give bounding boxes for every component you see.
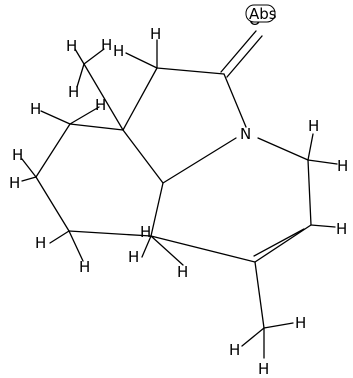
atom-label: H xyxy=(337,157,348,175)
bond-h-ch-a xyxy=(141,235,152,258)
bond-ring-ch2-ch2 xyxy=(35,123,71,178)
bond-vinyl-double-b xyxy=(253,228,305,257)
bond-quat-ring-ch2 xyxy=(69,123,124,131)
bond-h-ring-b xyxy=(40,110,71,125)
atom-label: H xyxy=(140,223,151,241)
bond-ch2-vinyl xyxy=(307,159,312,226)
bond-h-methyl-c xyxy=(76,63,85,88)
atom-label: H xyxy=(113,42,124,60)
bond-n-ch2 xyxy=(257,137,309,161)
bond-h-ch-b xyxy=(150,235,184,266)
atom-label: H xyxy=(150,25,161,43)
nitrogen-label: N xyxy=(240,125,251,143)
bond-h-vmethyl-a xyxy=(241,327,265,347)
bond-h-methyl-a xyxy=(74,48,85,65)
bond-h-ch2-b xyxy=(125,52,158,69)
bond-h-ring-a xyxy=(69,106,100,125)
bond-c-o-double-b xyxy=(226,35,263,78)
atom-label: H xyxy=(101,36,112,54)
bond-h-methyl-b xyxy=(83,48,105,65)
atom-label: H xyxy=(128,248,139,266)
bond-h-ring-d xyxy=(21,176,37,182)
bond-h-ring-c xyxy=(21,158,37,178)
bond-h-nch2-b xyxy=(307,159,338,165)
abs-frame xyxy=(245,4,276,23)
atom-label: H xyxy=(95,96,106,114)
atom-label: H xyxy=(66,37,77,55)
bond-vinyl-methyl xyxy=(254,261,265,329)
atom-label: H xyxy=(336,220,347,238)
bond-h-ring-f xyxy=(68,230,84,262)
bond-ch-junction xyxy=(150,182,164,237)
bond-junction-n xyxy=(162,137,237,184)
bond-h-vmethyl-b xyxy=(263,322,294,329)
bond-h-vinyl xyxy=(310,224,336,228)
bonds xyxy=(21,30,338,359)
atom-label: H xyxy=(68,83,79,101)
atom-label: H xyxy=(12,146,23,164)
atom-label: H xyxy=(9,174,20,192)
atom-label: H xyxy=(35,234,46,252)
bond-carbonyl-ch2 xyxy=(156,67,225,75)
bond-ch2-quat xyxy=(122,67,158,131)
bond-h-nch2-a xyxy=(307,133,314,161)
atom-label: H xyxy=(295,314,306,332)
atom-label: H xyxy=(308,117,319,135)
atom-label: H xyxy=(177,263,188,281)
bond-methyl-quat xyxy=(83,63,124,131)
bond-ch2-ch xyxy=(68,230,152,237)
atom-label: H xyxy=(229,341,240,359)
bond-vinyl-double-a xyxy=(254,224,312,263)
bond-ch2-ch2-lower xyxy=(35,176,70,232)
abs-label: Abs xyxy=(249,5,277,23)
atom-label: H xyxy=(79,258,90,276)
abs-stereo-badge: Abs xyxy=(245,4,277,23)
bond-quat-junction xyxy=(122,129,164,184)
bond-c-o-double-a xyxy=(220,30,257,73)
bond-carbonyl-n xyxy=(223,73,247,128)
atom-label: H xyxy=(30,100,41,118)
atom-label: H xyxy=(258,360,269,378)
bond-h-ring-e xyxy=(49,230,70,244)
bond-vinyl-ch xyxy=(150,235,256,263)
